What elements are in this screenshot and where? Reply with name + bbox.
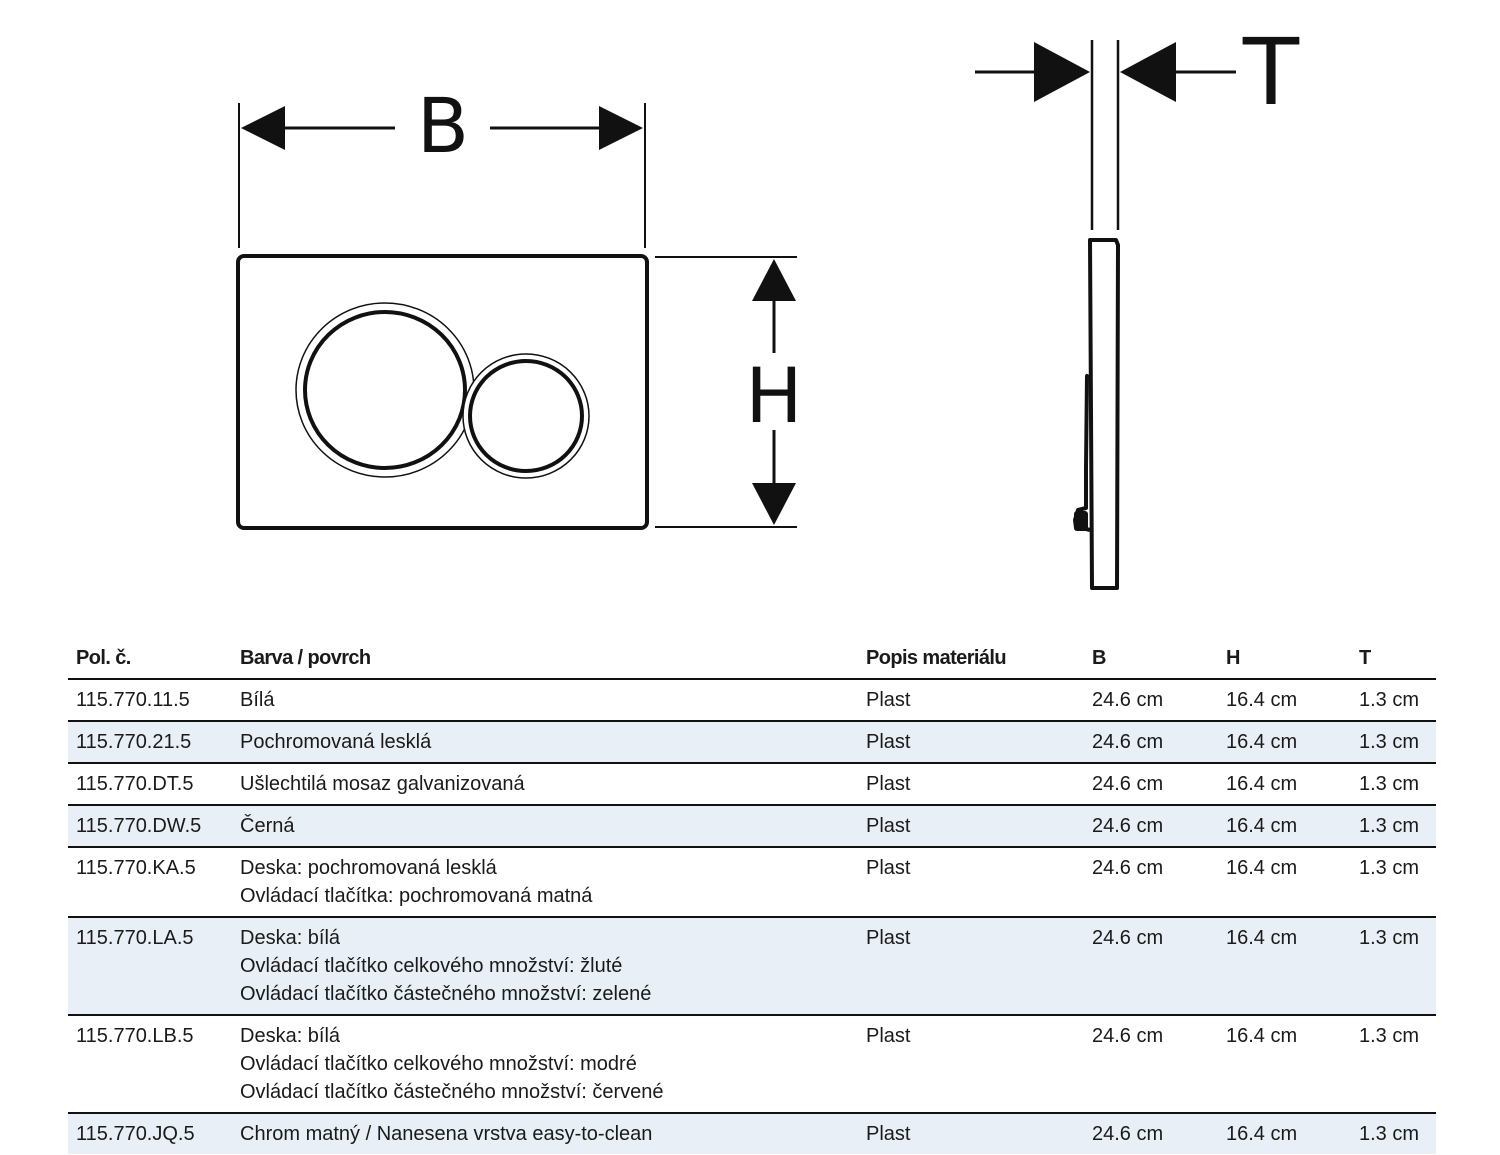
cell-code: 115.770.JQ.5 bbox=[68, 1113, 232, 1154]
color-line: Ovládací tlačítko celkového množství: žl… bbox=[240, 955, 623, 977]
cell-h: 16.4 cm bbox=[1218, 763, 1351, 806]
header-code: Pol. č. bbox=[68, 636, 232, 680]
cell-color: Pochromovaná lesklá bbox=[232, 721, 858, 764]
cell-code: 115.770.11.5 bbox=[68, 679, 232, 722]
cell-b: 24.6 cm bbox=[1084, 1015, 1218, 1114]
color-line: Ovládací tlačítko celkového množství: mo… bbox=[240, 1053, 637, 1075]
b-dimension-label: B bbox=[417, 81, 469, 170]
color-line: Chrom matný / Nanesena vrstva easy-to-cl… bbox=[240, 1123, 653, 1145]
color-line: Deska: bílá bbox=[240, 1025, 341, 1047]
cell-code: 115.770.KA.5 bbox=[68, 847, 232, 918]
cell-material: Plast bbox=[858, 847, 1084, 918]
cell-t: 1.3 cm bbox=[1351, 805, 1436, 848]
color-line: Bílá bbox=[240, 689, 275, 711]
table-header-row: Pol. č. Barva / povrch Popis materiálu B… bbox=[68, 636, 1436, 680]
cell-h: 16.4 cm bbox=[1218, 679, 1351, 722]
cell-color: Bílá bbox=[232, 679, 858, 722]
cell-code: 115.770.21.5 bbox=[68, 721, 232, 764]
dimension-drawing: B H T bbox=[236, 19, 1300, 590]
header-material: Popis materiálu bbox=[858, 636, 1084, 680]
cell-b: 24.6 cm bbox=[1084, 1113, 1218, 1154]
cell-b: 24.6 cm bbox=[1084, 847, 1218, 918]
color-line: Ušlechtilá mosaz galvanizovaná bbox=[240, 773, 525, 795]
cell-t: 1.3 cm bbox=[1351, 763, 1436, 806]
header-h: H bbox=[1218, 636, 1351, 680]
cell-material: Plast bbox=[858, 679, 1084, 722]
cell-material: Plast bbox=[858, 763, 1084, 806]
table-row: 115.770.JQ.5 Chrom matný / Nanesena vrstv… bbox=[68, 1113, 1436, 1154]
h-dimension-arrow bbox=[752, 259, 796, 525]
color-line: Černá bbox=[240, 815, 295, 837]
cell-h: 16.4 cm bbox=[1218, 721, 1351, 764]
cell-t: 1.3 cm bbox=[1351, 1113, 1436, 1154]
side-view: T bbox=[975, 19, 1300, 590]
cell-b: 24.6 cm bbox=[1084, 721, 1218, 764]
cell-material: Plast bbox=[858, 917, 1084, 1016]
b-dimension-arrow bbox=[241, 106, 643, 150]
color-line: Ovládací tlačítko částečného množství: z… bbox=[240, 983, 652, 1005]
button-profile bbox=[1073, 374, 1092, 532]
cell-material: Plast bbox=[858, 805, 1084, 848]
header-color: Barva / povrch bbox=[232, 636, 858, 680]
cell-t: 1.3 cm bbox=[1351, 1015, 1436, 1114]
cell-t: 1.3 cm bbox=[1351, 917, 1436, 1016]
cell-code: 115.770.LA.5 bbox=[68, 917, 232, 1016]
cell-b: 24.6 cm bbox=[1084, 763, 1218, 806]
cell-t: 1.3 cm bbox=[1351, 679, 1436, 722]
color-line: Ovládací tlačítka: pochromovaná matná bbox=[240, 885, 593, 907]
cell-code: 115.770.DT.5 bbox=[68, 763, 232, 806]
t-dimension-label: T bbox=[1242, 19, 1300, 126]
header-t: T bbox=[1351, 636, 1436, 680]
cell-code: 115.770.LB.5 bbox=[68, 1015, 232, 1114]
table-row: 115.770.DT.5 Ušlechtilá mosaz galvanizova… bbox=[68, 763, 1436, 806]
cell-h: 16.4 cm bbox=[1218, 917, 1351, 1016]
cell-h: 16.4 cm bbox=[1218, 1113, 1351, 1154]
mounting-tab bbox=[1074, 511, 1088, 531]
product-spec-table: Pol. č. Barva / povrch Popis materiálu B… bbox=[68, 636, 1436, 1154]
h-dimension-label: H bbox=[745, 351, 802, 440]
header-b: B bbox=[1084, 636, 1218, 680]
color-line: Deska: bílá bbox=[240, 927, 341, 949]
cell-t: 1.3 cm bbox=[1351, 721, 1436, 764]
cell-b: 24.6 cm bbox=[1084, 917, 1218, 1016]
color-line: Ovládací tlačítko částečného množství: č… bbox=[240, 1081, 664, 1103]
cell-b: 24.6 cm bbox=[1084, 679, 1218, 722]
color-line: Deska: pochromovaná lesklá bbox=[240, 857, 497, 879]
cell-material: Plast bbox=[858, 1015, 1084, 1114]
cell-material: Plast bbox=[858, 1113, 1084, 1154]
plate-profile bbox=[1088, 238, 1120, 590]
cell-material: Plast bbox=[858, 721, 1084, 764]
cell-code: 115.770.DW.5 bbox=[68, 805, 232, 848]
front-view: B H bbox=[236, 81, 803, 530]
cell-h: 16.4 cm bbox=[1218, 805, 1351, 848]
cell-color: Ušlechtilá mosaz galvanizovaná bbox=[232, 763, 858, 806]
small-round-button bbox=[462, 353, 590, 479]
cell-b: 24.6 cm bbox=[1084, 805, 1218, 848]
cell-t: 1.3 cm bbox=[1351, 847, 1436, 918]
cell-h: 16.4 cm bbox=[1218, 1015, 1351, 1114]
color-line: Pochromovaná lesklá bbox=[240, 731, 432, 753]
t-dimension-arrows bbox=[975, 42, 1236, 102]
cell-color: Chrom matný / Nanesena vrstva easy-to-cl… bbox=[232, 1113, 858, 1154]
flush-plate-outline bbox=[236, 254, 649, 530]
cell-color: Černá bbox=[232, 805, 858, 848]
cell-h: 16.4 cm bbox=[1218, 847, 1351, 918]
